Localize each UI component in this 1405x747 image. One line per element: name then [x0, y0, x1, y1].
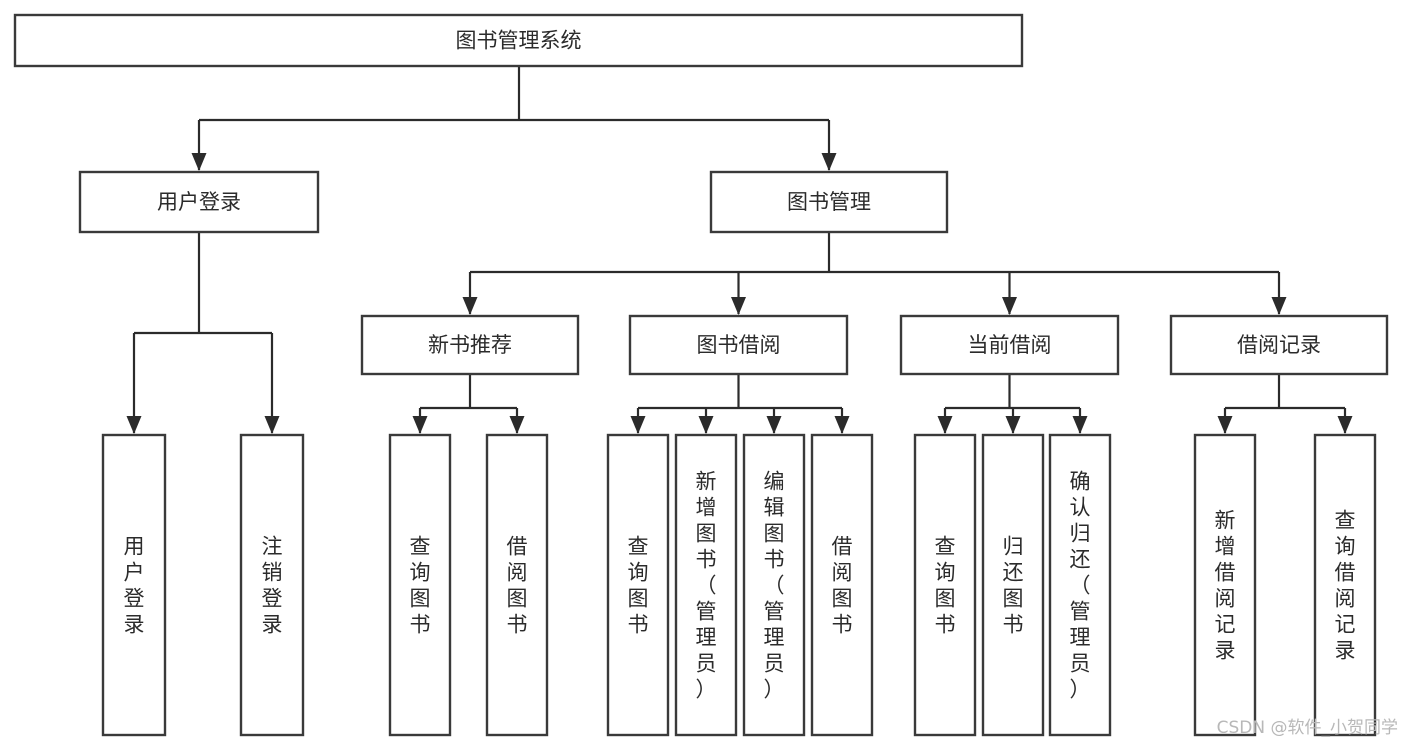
- node-box-user-login[interactable]: [78, 170, 320, 234]
- arrow-head-icon: [264, 416, 280, 434]
- node-label-current-borrow: 当前借阅: [968, 333, 1052, 357]
- node-leaf-rec-query-book[interactable]: 查询图书: [388, 433, 452, 737]
- node-label-leaf-rec-query-record: 查询借阅记录: [1335, 508, 1356, 662]
- arrow-head-icon: [821, 153, 837, 171]
- node-current-borrow[interactable]: 当前借阅: [899, 314, 1120, 376]
- node-label-new-book-rec: 新书推荐: [428, 333, 512, 357]
- node-label-book-manage: 图书管理: [787, 190, 871, 214]
- arrow-head-icon: [412, 416, 428, 434]
- node-leaf-rec-borrow-book[interactable]: 借阅图书: [485, 433, 549, 737]
- node-leaf-rec-query-record[interactable]: 查询借阅记录: [1313, 433, 1377, 737]
- node-label-leaf-rec-query-book: 查询图书: [410, 534, 431, 636]
- csdn-watermark: CSDN @软件_小贺同学: [1217, 718, 1398, 738]
- node-borrow-record[interactable]: 借阅记录: [1169, 314, 1389, 376]
- node-leaf-borrow-borrow-book[interactable]: 借阅图书: [810, 433, 874, 737]
- node-box-leaf-cur-confirm-return[interactable]: [1048, 433, 1112, 737]
- node-label-user-login: 用户登录: [157, 190, 241, 214]
- arrow-head-icon: [509, 416, 525, 434]
- arrow-head-icon: [1005, 416, 1021, 434]
- node-box-book-borrow[interactable]: [628, 314, 849, 376]
- node-label-leaf-borrow-borrow-book: 借阅图书: [832, 534, 853, 636]
- node-leaf-user-logout[interactable]: 注销登录: [239, 433, 305, 737]
- node-label-leaf-rec-borrow-book: 借阅图书: [507, 534, 528, 636]
- arrow-head-icon: [191, 153, 207, 171]
- node-leaf-borrow-query-book[interactable]: 查询图书: [606, 433, 670, 737]
- node-leaf-borrow-edit-book[interactable]: 编辑图书（管理员）: [742, 433, 806, 737]
- node-box-leaf-user-login[interactable]: [101, 433, 167, 737]
- node-user-login[interactable]: 用户登录: [78, 170, 320, 234]
- arrow-head-icon: [1072, 416, 1088, 434]
- node-label-leaf-rec-add-record: 新增借阅记录: [1215, 508, 1236, 662]
- node-label-leaf-user-logout: 注销登录: [262, 534, 283, 636]
- node-leaf-cur-return-book[interactable]: 归还图书: [981, 433, 1045, 737]
- node-box-borrow-record[interactable]: [1169, 314, 1389, 376]
- node-label-borrow-record: 借阅记录: [1237, 333, 1321, 357]
- node-label-leaf-user-login: 用户登录: [124, 534, 145, 636]
- arrow-head-icon: [1002, 297, 1017, 315]
- connectors-layer: [126, 66, 1353, 434]
- nodes-layer: 图书管理系统用户登录图书管理新书推荐图书借阅当前借阅借阅记录用户登录注销登录查询…: [13, 13, 1389, 737]
- node-label-leaf-cur-confirm-return: 确认归还（管理员）: [1070, 469, 1091, 701]
- node-label-leaf-borrow-edit-book: 编辑图书（管理员）: [764, 469, 785, 701]
- node-book-manage[interactable]: 图书管理: [709, 170, 949, 234]
- node-leaf-cur-confirm-return[interactable]: 确认归还（管理员）: [1048, 433, 1112, 737]
- arrow-head-icon: [731, 297, 746, 315]
- node-box-current-borrow[interactable]: [899, 314, 1120, 376]
- node-box-leaf-borrow-add-book[interactable]: [674, 433, 738, 737]
- node-box-leaf-rec-add-record[interactable]: [1193, 433, 1257, 737]
- node-box-leaf-rec-query-book[interactable]: [388, 433, 452, 737]
- node-box-leaf-borrow-edit-book[interactable]: [742, 433, 806, 737]
- node-box-leaf-cur-return-book[interactable]: [981, 433, 1045, 737]
- node-leaf-rec-add-record[interactable]: 新增借阅记录: [1193, 433, 1257, 737]
- node-book-borrow[interactable]: 图书借阅: [628, 314, 849, 376]
- node-label-book-borrow: 图书借阅: [697, 333, 781, 357]
- arrow-head-icon: [766, 416, 782, 434]
- node-box-leaf-borrow-borrow-book[interactable]: [810, 433, 874, 737]
- node-label-root: 图书管理系统: [456, 29, 582, 53]
- node-box-leaf-user-logout[interactable]: [239, 433, 305, 737]
- arrow-head-icon: [1271, 297, 1287, 315]
- node-box-leaf-cur-query-book[interactable]: [913, 433, 977, 737]
- node-label-leaf-cur-return-book: 归还图书: [1003, 534, 1024, 636]
- arrow-head-icon: [1217, 416, 1233, 434]
- node-box-root[interactable]: [13, 13, 1024, 68]
- arrow-head-icon: [126, 416, 142, 434]
- arrow-head-icon: [630, 416, 646, 434]
- arrow-head-icon: [1337, 416, 1353, 434]
- node-box-leaf-rec-query-record[interactable]: [1313, 433, 1377, 737]
- arrow-head-icon: [698, 416, 714, 434]
- arrow-head-icon: [937, 416, 953, 434]
- node-root[interactable]: 图书管理系统: [13, 13, 1024, 68]
- node-leaf-borrow-add-book[interactable]: 新增图书（管理员）: [674, 433, 738, 737]
- node-new-book-rec[interactable]: 新书推荐: [360, 314, 580, 376]
- node-label-leaf-borrow-add-book: 新增图书（管理员）: [696, 469, 717, 701]
- node-leaf-user-login[interactable]: 用户登录: [101, 433, 167, 737]
- node-box-book-manage[interactable]: [709, 170, 949, 234]
- node-box-leaf-borrow-query-book[interactable]: [606, 433, 670, 737]
- arrow-head-icon: [834, 416, 850, 434]
- node-label-leaf-borrow-query-book: 查询图书: [628, 534, 649, 636]
- node-leaf-cur-query-book[interactable]: 查询图书: [913, 433, 977, 737]
- arrow-head-icon: [462, 297, 478, 315]
- node-box-new-book-rec[interactable]: [360, 314, 580, 376]
- node-box-leaf-rec-borrow-book[interactable]: [485, 433, 549, 737]
- node-label-leaf-cur-query-book: 查询图书: [935, 534, 956, 636]
